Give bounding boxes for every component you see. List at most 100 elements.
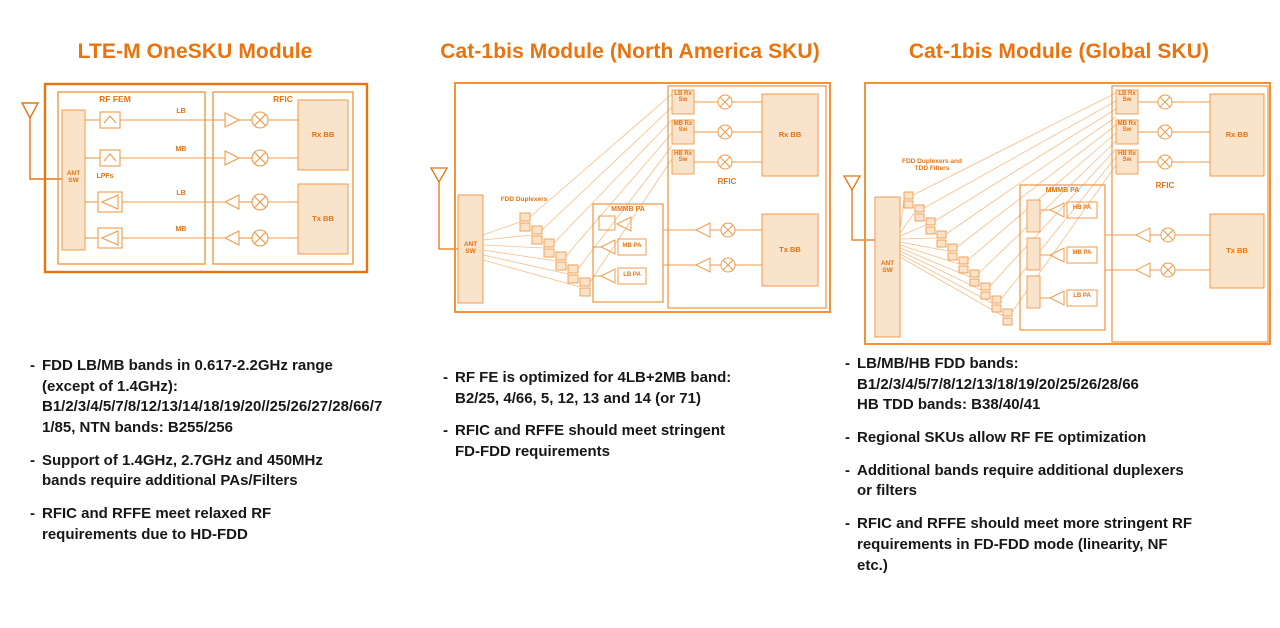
fan-lines: [482, 93, 673, 288]
hb-pa-label: HB PA: [1072, 205, 1092, 211]
rfic-box: [667, 85, 827, 309]
mmmb-pa-box: [592, 203, 664, 303]
rfic-label: RFIC: [273, 94, 293, 104]
rx-bb-label: Rx BB: [311, 130, 335, 139]
mb-rx-label: MB: [175, 146, 187, 153]
mb-pa-label: MB PA: [622, 243, 642, 249]
column-title-cat1bis-na: Cat-1bis Module (North America SKU): [440, 40, 820, 63]
antenna-icon: [842, 175, 875, 241]
cat1bis-na-diagram-art: [429, 82, 831, 313]
bullet-text: FDD LB/MB bands in 0.617-2.2GHz range (e…: [42, 357, 383, 437]
rx-path-lines: [1138, 101, 1210, 163]
mmmb-pa-box: [1019, 184, 1106, 331]
bullet-text: Support of 1.4GHz, 2.7GHz and 450MHz ban…: [42, 451, 323, 490]
hb-rx-sw-label: HB Rx Sw: [673, 151, 692, 164]
duplexer-bank: [519, 212, 591, 297]
lte-m-diagram-art: [20, 82, 369, 274]
tx-amp-icons: [223, 194, 240, 246]
rfic-label: RFIC: [717, 177, 737, 186]
ant-sw-box: [61, 109, 86, 251]
tx-bb-box: [761, 213, 819, 287]
lb-pa-label: LB PA: [623, 272, 641, 278]
bullet-dash: -: [443, 369, 448, 386]
mb-rx-sw-label: MB Rx Sw: [673, 121, 693, 134]
rx-bb-box: [297, 99, 349, 171]
bullet-item: - Additional bands require additional du…: [845, 461, 1273, 502]
rx-bb-box: [1209, 93, 1265, 177]
cat1bis-global-bullet-list: - LB/MB/HB FDD bands: B1/2/3/4/5/7/8/12/…: [845, 354, 1273, 588]
bullet-item: - Support of 1.4GHz, 2.7GHz and 450MHz b…: [30, 451, 388, 492]
ant-sw-box: [457, 194, 484, 304]
column-title-lte-m: LTE-M OneSKU Module: [77, 40, 313, 63]
bullet-dash: -: [30, 505, 35, 523]
bullet-text: RFIC and RFFE should meet more stringent…: [857, 515, 1193, 574]
lb-pa-label: LB PA: [1073, 293, 1091, 299]
bullet-dash: -: [845, 355, 850, 372]
bullet-dash: -: [845, 515, 850, 533]
tx-path: [1105, 227, 1210, 278]
bullet-item: - Regional SKUs allow RF FE optimization: [845, 428, 1273, 449]
hb-rx-sw-label: HB Rx Sw: [1117, 151, 1136, 164]
bullet-text: RFIC and RFFE should meet stringent FD-F…: [455, 422, 726, 461]
bullet-text: RF FE is optimized for 4LB+2MB band: B2/…: [455, 369, 732, 407]
rx-bb-label: Rx BB: [778, 130, 802, 139]
rx-bb-label: Rx BB: [1225, 130, 1249, 139]
bullet-item: - RFIC and RFFE should meet stringent FD…: [443, 421, 805, 462]
lpf-filter-icons: [97, 111, 123, 249]
lb-rx-sw-label: LB Rx Sw: [674, 91, 692, 104]
bullet-item: - RF FE is optimized for 4LB+2MB band: B…: [443, 368, 805, 409]
bullet-dash: -: [30, 451, 35, 469]
module-outline: [43, 82, 369, 274]
tx-bb-box: [297, 183, 349, 255]
cat1bis-global-module-diagram: FDD Duplexers and TDD Filters MMMB PA HB…: [840, 80, 1275, 350]
pa-icons: [1040, 201, 1098, 307]
tx-bb-label: Tx BB: [1226, 246, 1248, 255]
lb-rx-label: LB: [176, 108, 186, 115]
antenna-icon: [20, 102, 62, 180]
lte-m-bullet-list: - FDD LB/MB bands in 0.617-2.2GHz range …: [30, 356, 388, 558]
mmmb-pa-label: MMMB PA: [611, 206, 645, 213]
fdd-duplexers-label: FDD Duplexers: [500, 196, 548, 203]
bullet-item: - RFIC and RFFE should meet more stringe…: [845, 514, 1273, 576]
lpfs-label: LPFs: [96, 173, 114, 180]
mb-pa-label: MB PA: [1072, 250, 1092, 256]
cat1bis-na-module-diagram: FDD Duplexers MMMB PA MB PA LB PA RFIC L…: [425, 80, 835, 320]
ant-sw-label: ANT SW: [463, 241, 478, 256]
tx-bb-label: Tx BB: [312, 214, 334, 223]
tx-path: [663, 222, 762, 273]
column-title-cat1bis-global: Cat-1bis Module (Global SKU): [908, 40, 1210, 63]
mb-rx-sw-label: MB Rx Sw: [1117, 121, 1137, 134]
antenna-icon: [429, 167, 458, 250]
rx-switch-boxes: [671, 89, 695, 175]
rx-amp-icons: [224, 112, 241, 166]
bullet-dash: -: [30, 357, 35, 374]
lb-tx-label: LB: [176, 190, 186, 197]
rx-switch-boxes: [1115, 89, 1139, 175]
fan-lines: [899, 92, 1117, 317]
module-outline: [454, 82, 831, 313]
rx-bb-box: [761, 93, 819, 177]
bullet-text: Regional SKUs allow RF FE optimization: [857, 429, 1147, 447]
mixer-icons: [251, 111, 269, 247]
pa-icons: [593, 215, 647, 285]
cat1bis-global-diagram-art: [842, 82, 1271, 345]
bullet-dash: -: [845, 429, 850, 447]
rf-fem-label: RF FEM: [99, 94, 131, 104]
bullet-text: LB/MB/HB FDD bands: B1/2/3/4/5/7/8/12/13…: [857, 355, 1139, 414]
bullet-dash: -: [443, 422, 448, 440]
ant-sw-label: ANT SW: [880, 260, 895, 275]
ant-sw-label: ANT SW: [66, 170, 81, 185]
bullet-dash: -: [845, 461, 850, 479]
bullet-item: - LB/MB/HB FDD bands: B1/2/3/4/5/7/8/12/…: [845, 354, 1273, 416]
mmmb-pa-label: MMMB PA: [1045, 187, 1080, 194]
rfic-box: [212, 91, 354, 265]
bullet-item: - RFIC and RFFE meet relaxed RF requirem…: [30, 504, 388, 545]
module-outline: [864, 82, 1271, 345]
bullet-text: Additional bands require additional dupl…: [857, 461, 1184, 500]
rx-path-lines: [694, 101, 762, 163]
bullet-item: - FDD LB/MB bands in 0.617-2.2GHz range …: [30, 356, 388, 439]
pa-input-switch-boxes: [1026, 199, 1041, 309]
rfic-label: RFIC: [1155, 181, 1175, 190]
bullet-text: RFIC and RFFE meet relaxed RF requiremen…: [42, 505, 272, 543]
